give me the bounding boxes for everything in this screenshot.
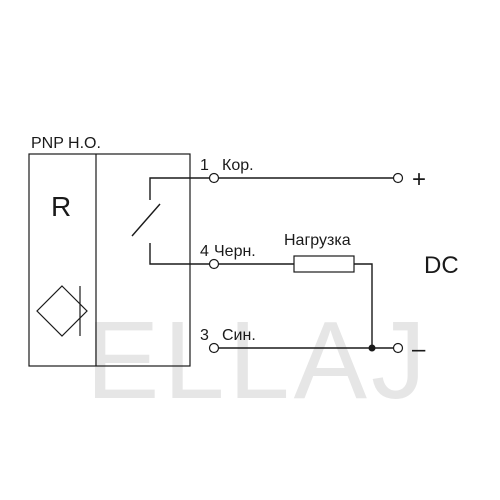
terminal-plus	[392, 172, 404, 184]
dc-label: DC	[424, 252, 459, 279]
load-resistor	[293, 255, 355, 273]
sensor-body	[28, 153, 191, 367]
sensor-letter: R	[51, 191, 71, 222]
terminal-1	[208, 172, 220, 184]
terminal-3	[208, 342, 220, 354]
wire-1-number: 1	[200, 157, 209, 174]
terminal-minus	[392, 342, 404, 354]
minus-sign: –	[412, 336, 426, 363]
wire-1-label: Кор.	[222, 157, 254, 174]
load-label: Нагрузка	[284, 232, 351, 249]
wire-4-label: Черн.	[214, 243, 256, 260]
sensing-element-icon	[36, 285, 88, 337]
junction-dot	[368, 344, 376, 352]
wire-3-number: 3	[200, 327, 209, 344]
plus-sign: +	[412, 166, 426, 193]
load-return-wire	[354, 263, 373, 348]
watermark: ELLAJ	[86, 299, 430, 422]
wire-4-number: 4	[200, 243, 209, 260]
switch-contact-icon	[131, 177, 214, 265]
wire-3-label: Син.	[222, 327, 256, 344]
terminal-4	[208, 258, 220, 270]
sensor-type-label: PNP Н.О.	[31, 135, 101, 152]
